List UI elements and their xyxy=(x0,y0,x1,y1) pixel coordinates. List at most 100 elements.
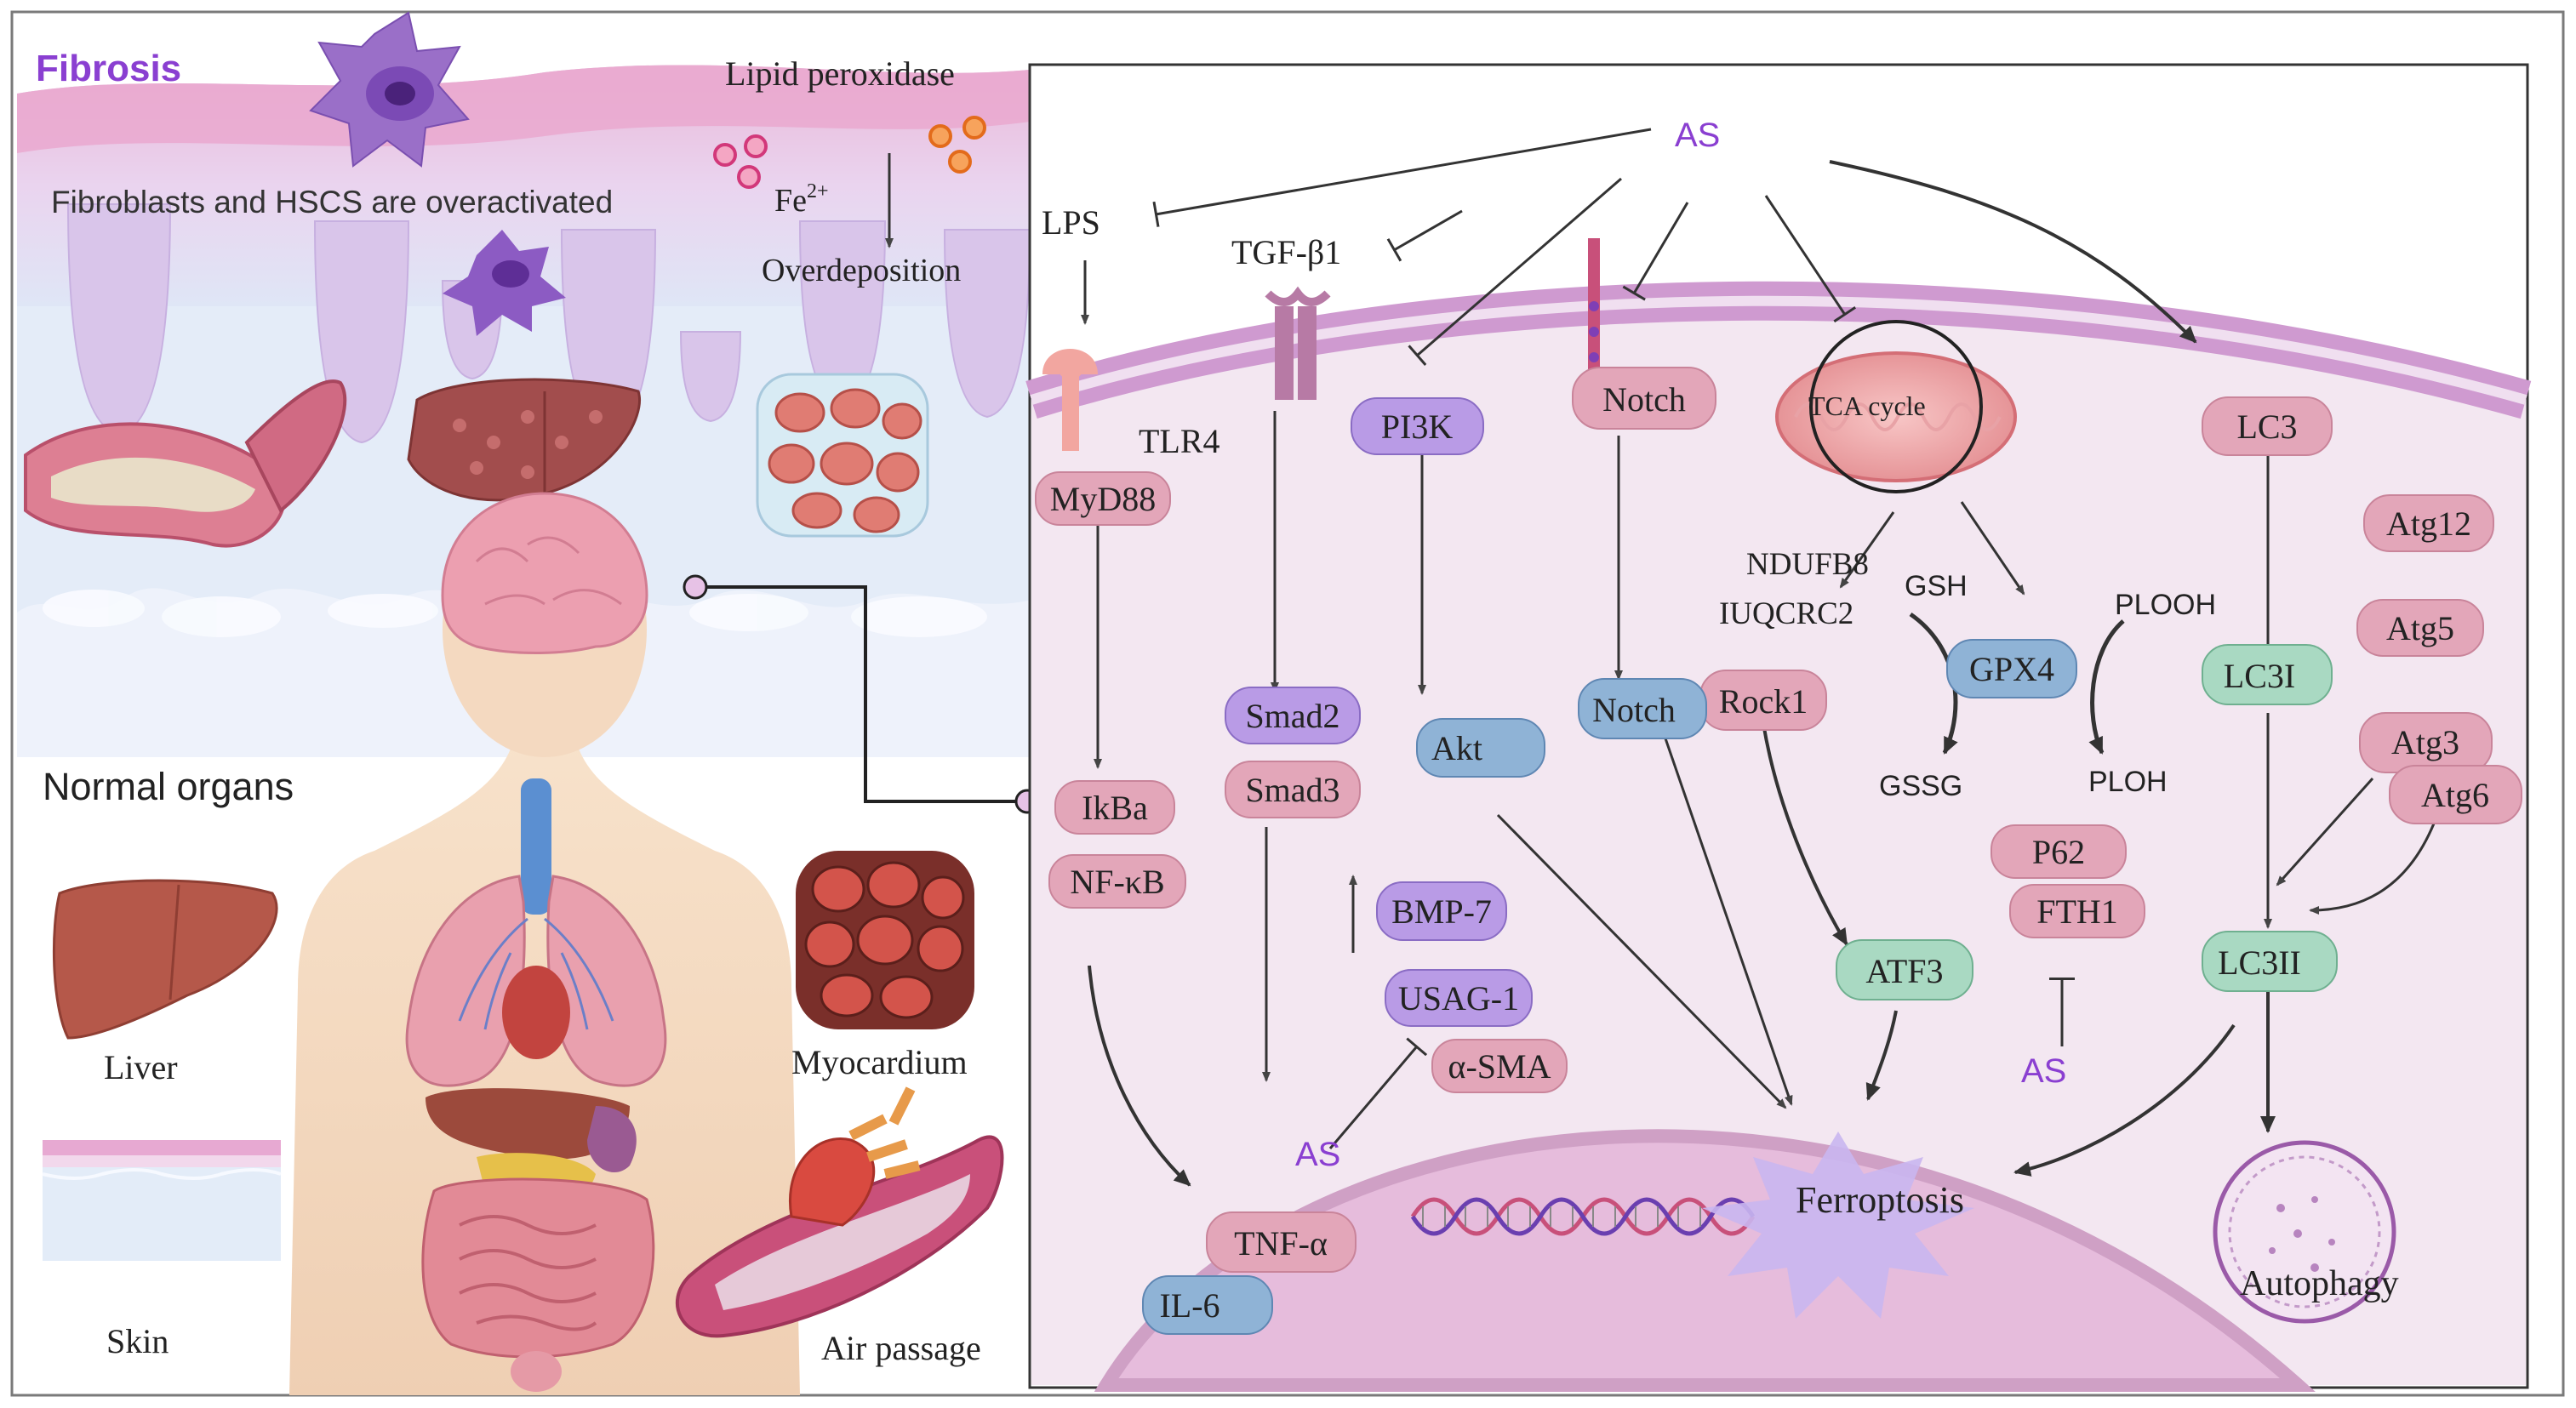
heart-icon xyxy=(502,966,570,1059)
svg-text:Notch: Notch xyxy=(1592,691,1676,729)
svg-text:LC3I: LC3I xyxy=(2224,657,2295,695)
svg-text:GPX4: GPX4 xyxy=(1969,650,2054,688)
svg-text:LC3II: LC3II xyxy=(2218,943,2301,982)
air-passage-label: Air passage xyxy=(821,1329,981,1367)
node-lc3: LC3 xyxy=(2202,396,2333,456)
node-usag1: USAG-1 xyxy=(1385,969,1533,1027)
node-lc3i: LC3I xyxy=(2202,644,2333,705)
air-passage-icon xyxy=(675,1086,1004,1338)
iuqcrc2-label: IUQCRC2 xyxy=(1719,596,1853,631)
as-top-label: AS xyxy=(1675,117,1720,154)
node-p62: P62 xyxy=(1991,824,2127,879)
svg-text:PI3K: PI3K xyxy=(1381,408,1454,446)
node-il6: IL-6 xyxy=(1142,1275,1273,1335)
svg-text:Rock1: Rock1 xyxy=(1719,682,1808,721)
svg-text:Notch: Notch xyxy=(1602,380,1686,419)
cytoplasm xyxy=(1031,300,2526,1386)
node-notch-membrane: Notch xyxy=(1572,367,1716,430)
intestines-icon xyxy=(421,1177,655,1359)
node-atf3: ATF3 xyxy=(1836,939,1973,1000)
gssg-label: GSSG xyxy=(1879,770,1962,802)
node-rock1: Rock1 xyxy=(1699,670,1827,731)
fibrotic-liver-icon xyxy=(407,378,641,502)
mitochondrion-icon xyxy=(1775,320,2017,493)
node-nfkb: NF-κB xyxy=(1048,854,1186,909)
tgf-receptor-icon xyxy=(1265,286,1331,400)
pathway-panel: AS AS AS LPS TGF-β1 TLR4 NDUFB8 IUQCRC2 … xyxy=(1025,63,2532,1392)
fe-label: Fe2+ xyxy=(774,180,829,219)
node-smad2: Smad2 xyxy=(1225,687,1361,744)
fibroblasts-text: Fibroblasts and HSCS are overactivated xyxy=(51,185,613,219)
as-right-label: AS xyxy=(2021,1052,2066,1090)
nucleus xyxy=(1094,1129,2316,1392)
ploh-label: PLOH xyxy=(2088,766,2168,798)
svg-text:LC3: LC3 xyxy=(2236,408,2297,446)
svg-text:Smad2: Smad2 xyxy=(1245,697,1339,735)
node-notch: Notch xyxy=(1578,678,1707,739)
normal-myocardium-icon xyxy=(796,851,974,1029)
svg-text:ATF3: ATF3 xyxy=(1865,952,1943,990)
svg-text:Atg5: Atg5 xyxy=(2386,609,2454,647)
node-myd88: MyD88 xyxy=(1035,471,1171,526)
node-asma: α-SMA xyxy=(1431,1039,1568,1093)
svg-text:Atg6: Atg6 xyxy=(2421,776,2489,814)
node-akt: Akt xyxy=(1416,718,1545,778)
normal-liver-icon xyxy=(52,879,278,1040)
skin-label: Skin xyxy=(106,1322,168,1360)
svg-text:Atg3: Atg3 xyxy=(2391,723,2459,761)
gsh-label: GSH xyxy=(1905,570,1968,602)
pathway-edges xyxy=(1081,128,2436,1187)
connector-line xyxy=(695,585,1027,803)
dna-icon xyxy=(1410,1197,1756,1236)
svg-text:Smad3: Smad3 xyxy=(1245,771,1339,809)
node-gpx4: GPX4 xyxy=(1946,639,2077,698)
svg-text:Akt: Akt xyxy=(1431,729,1482,767)
tgf-b1-label: TGF-β1 xyxy=(1231,233,1341,271)
tlr4-receptor-icon xyxy=(1042,349,1098,451)
fe-ions-icon xyxy=(713,134,768,189)
svg-text:NF-κB: NF-κB xyxy=(1070,863,1164,901)
node-smad3: Smad3 xyxy=(1225,761,1361,818)
svg-text:IL-6: IL-6 xyxy=(1159,1286,1219,1325)
svg-text:α-SMA: α-SMA xyxy=(1448,1047,1551,1086)
tca-cycle-label: TCA cycle xyxy=(1808,390,1926,421)
svg-text:P62: P62 xyxy=(2032,833,2085,871)
node-lc3ii: LC3II xyxy=(2202,931,2338,992)
overdeposition-label: Overdeposition xyxy=(762,253,961,288)
human-body-illustration xyxy=(289,492,800,1395)
fibrosis-title: Fibrosis xyxy=(36,48,181,89)
svg-text:TNF-α: TNF-α xyxy=(1234,1224,1328,1263)
svg-text:IkBa: IkBa xyxy=(1082,789,1148,827)
connector-dot-start xyxy=(683,574,708,600)
svg-text:FTH1: FTH1 xyxy=(2036,892,2118,931)
trachea-icon xyxy=(521,778,551,915)
svg-text:BMP-7: BMP-7 xyxy=(1391,892,1492,931)
fibrotic-myocardium-icon xyxy=(756,373,929,538)
node-fth1: FTH1 xyxy=(2009,884,2145,938)
normal-skin-icon xyxy=(42,1140,282,1261)
autophagy-label: Autophagy xyxy=(2240,1264,2399,1303)
fibroblast-cell-icon xyxy=(309,11,470,168)
ferroptosis-label: Ferroptosis xyxy=(1796,1179,1964,1221)
ferroptosis-burst-icon xyxy=(1702,1132,1974,1319)
svg-text:Atg12: Atg12 xyxy=(2386,504,2471,543)
node-atg3: Atg3 xyxy=(2359,712,2493,773)
node-tnfa: TNF-α xyxy=(1206,1211,1357,1273)
node-atg12: Atg12 xyxy=(2363,494,2494,552)
brain-icon xyxy=(441,492,648,654)
lipid-peroxidase-label: Lipid peroxidase xyxy=(725,54,955,93)
liver-label: Liver xyxy=(104,1048,178,1086)
fibrotic-airway-icon xyxy=(24,379,347,548)
node-atg5: Atg5 xyxy=(2356,599,2484,657)
as-left-label: AS xyxy=(1295,1136,1340,1173)
node-bmp7: BMP-7 xyxy=(1376,881,1507,941)
svg-text:USAG-1: USAG-1 xyxy=(1398,979,1519,1018)
node-ikba: IkBa xyxy=(1054,780,1175,835)
svg-text:MyD88: MyD88 xyxy=(1050,480,1156,518)
tlr4-label: TLR4 xyxy=(1139,422,1220,460)
lps-label: LPS xyxy=(1042,203,1100,242)
left-panel: Fibrosis Fibroblasts and HSCS are overac… xyxy=(17,11,1047,1395)
liver-icon-body xyxy=(426,1088,630,1160)
myocardium-label: Myocardium xyxy=(791,1043,968,1081)
